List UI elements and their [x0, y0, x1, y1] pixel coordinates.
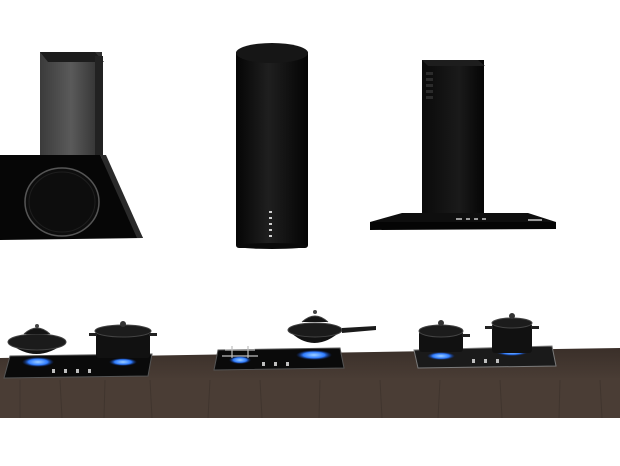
hood-circular-inner [28, 171, 96, 233]
hood-chimney-top [40, 52, 104, 62]
stock-pot [89, 321, 157, 358]
chimney-top [422, 60, 485, 66]
hood-circular-panel [24, 167, 100, 237]
burner-flame [229, 356, 251, 364]
hood-chimney [40, 52, 102, 157]
cooktop-left [3, 321, 157, 379]
canopy-controls [456, 218, 542, 221]
burner-flame [22, 357, 54, 367]
control-button [269, 217, 272, 219]
hood-chimney-side [95, 56, 103, 157]
cooktop-middle [213, 310, 376, 371]
hood-canopy [370, 213, 556, 222]
cooktop-right [413, 313, 557, 369]
angled-glass-hood [0, 52, 143, 240]
cylinder-bottom [236, 243, 308, 249]
chimney-wall-hood [370, 60, 556, 230]
cylinder-body [236, 50, 308, 248]
wood-grain [19, 379, 603, 419]
cylinder-top [236, 43, 308, 63]
burner-flame [109, 358, 137, 366]
control-button [269, 229, 272, 231]
cooktop-knobs [262, 362, 289, 366]
burner-flame [296, 350, 332, 360]
wok [7, 324, 67, 354]
stock-pot [485, 313, 539, 353]
control-button [269, 223, 272, 225]
countertop-front-edge [0, 378, 620, 418]
frying-pan [287, 310, 376, 343]
burner-flame [427, 352, 455, 360]
hood-canopy-front [370, 222, 556, 230]
cooktop-knobs [472, 359, 499, 363]
hood-glass-highlight [100, 155, 143, 238]
control-button [269, 235, 272, 237]
control-button [269, 211, 272, 213]
chimney-vents [426, 72, 433, 99]
cooktop-knobs [52, 369, 91, 373]
cylindrical-island-hood [236, 43, 308, 249]
cylinder-controls [269, 211, 272, 237]
pot [418, 320, 470, 352]
